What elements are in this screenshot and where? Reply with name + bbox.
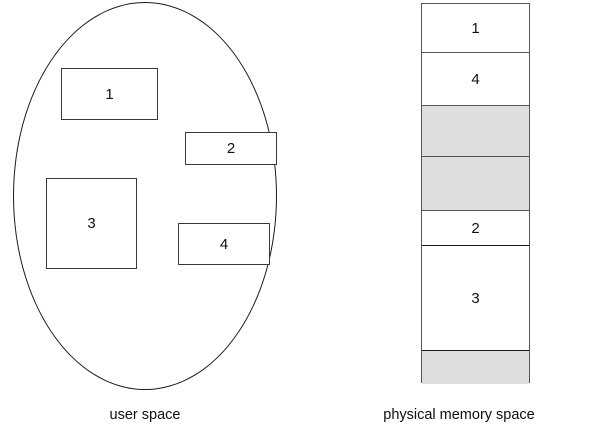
- user-process-box-1: 1: [61, 68, 158, 120]
- memory-block-1: 1: [422, 4, 529, 53]
- memory-block-label-3: 3: [471, 289, 480, 307]
- user-process-box-2: 2: [185, 132, 277, 165]
- user-space-panel: 1 2 3 4 user space: [13, 2, 277, 423]
- memory-block-label-4: 4: [471, 70, 480, 88]
- user-process-label-4: 4: [219, 235, 229, 253]
- user-space-caption: user space: [109, 407, 181, 423]
- physical-memory-column: 1 4 2 3: [421, 3, 530, 384]
- user-process-box-3: 3: [46, 178, 137, 269]
- physical-memory-space-caption: physical memory space: [383, 407, 535, 423]
- memory-block-label-2: 2: [471, 219, 480, 237]
- memory-block-2: 2: [422, 211, 529, 246]
- memory-block-free-2: [422, 157, 529, 211]
- user-process-label-1: 1: [105, 85, 114, 103]
- memory-block-free-3: [422, 351, 529, 384]
- memory-block-3: 3: [422, 246, 529, 351]
- memory-block-free-1: [422, 106, 529, 157]
- memory-block-4: 4: [422, 53, 529, 106]
- user-space-ellipse: [13, 2, 277, 390]
- memory-block-label-1: 1: [471, 19, 480, 37]
- user-process-label-2: 2: [226, 140, 236, 157]
- physical-memory-panel: 1 4 2 3 physical memory space: [306, 0, 612, 445]
- user-process-label-3: 3: [87, 215, 96, 232]
- user-process-box-4: 4: [178, 223, 270, 265]
